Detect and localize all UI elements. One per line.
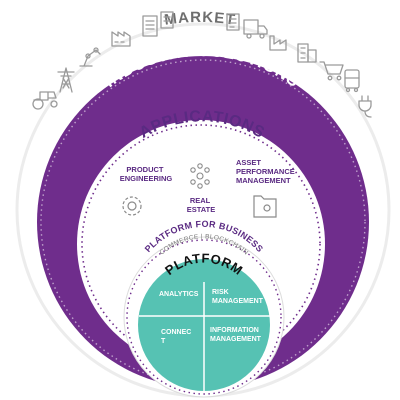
product-engineering-label: PRODUCT ENGINEERING	[120, 165, 173, 183]
information-management-label: INFORMATION MANAGEMENT	[210, 327, 262, 343]
city-buildings-icon	[297, 43, 317, 63]
platform-for-business-dots	[126, 239, 282, 395]
plant-icon	[269, 35, 287, 51]
analytics-label: ANALYTICS	[159, 291, 199, 298]
network-icon	[190, 163, 210, 189]
gear-icon	[122, 196, 142, 216]
truck-icon	[243, 19, 268, 39]
market-label: MARKET	[163, 9, 237, 29]
folder-gear-icon	[253, 195, 277, 218]
robot-arm-icon	[79, 47, 101, 67]
tractor-icon	[32, 91, 58, 110]
bus-icon	[344, 69, 360, 93]
factory-icon	[111, 31, 131, 47]
building-icon	[142, 15, 158, 37]
applications-dots	[81, 124, 321, 364]
connect-label: CONNEC T	[161, 329, 193, 345]
shopping-cart-icon	[319, 61, 344, 81]
document-icon	[160, 11, 174, 29]
clipboard-icon	[226, 13, 240, 31]
asset-performance-label: ASSET PERFORMANCE MANAGEMENT	[236, 158, 297, 185]
plug-icon	[358, 95, 372, 118]
transmission-tower-icon	[57, 67, 75, 93]
real-estate-label: REAL ESTATE	[187, 196, 215, 214]
risk-management-label: RISK MANAGEMENT	[212, 289, 264, 305]
industry-solutions-dots	[40, 59, 366, 385]
